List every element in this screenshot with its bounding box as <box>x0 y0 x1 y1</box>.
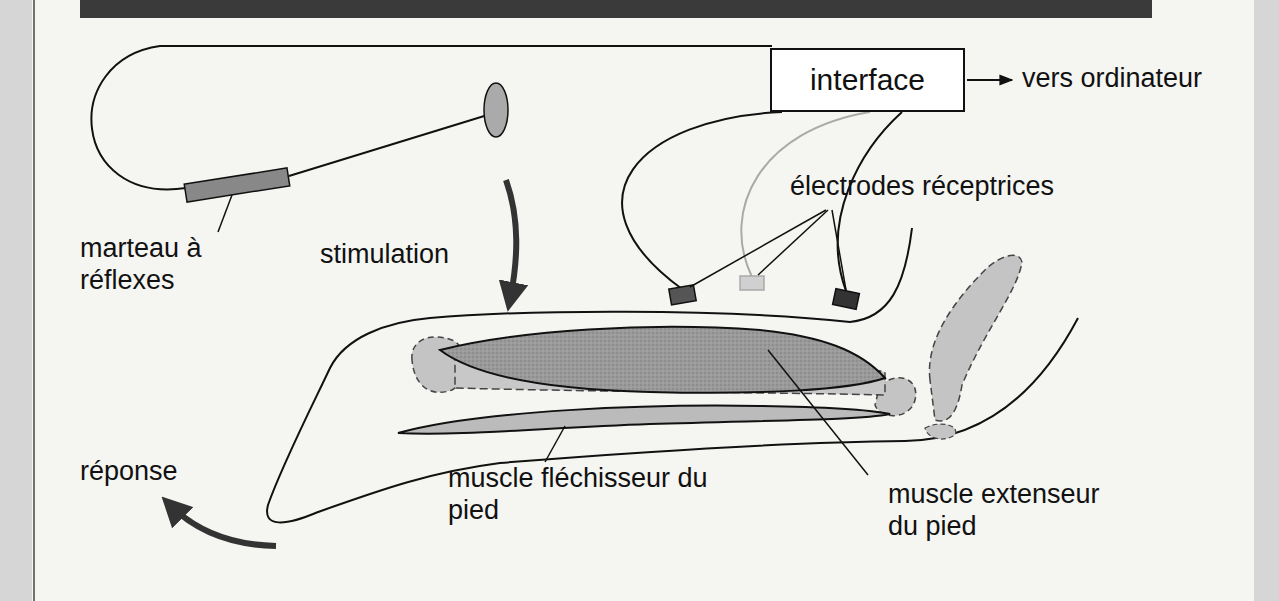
box-label: interface <box>810 63 925 97</box>
leader-lines <box>218 195 868 475</box>
reflex-hammer <box>184 168 290 202</box>
interface-box: interface <box>770 48 965 112</box>
page-rule <box>33 0 35 601</box>
electrode <box>833 289 860 310</box>
thigh-bone <box>929 255 1022 421</box>
part-label: muscle extenseur du pied <box>888 478 1133 543</box>
part-label: muscle fléchisseur du pied <box>448 462 710 527</box>
extensor-muscle <box>440 327 885 393</box>
hammer-handle <box>289 113 494 176</box>
electrode-wire <box>838 112 902 291</box>
output-arrow <box>967 79 1012 81</box>
electrode <box>669 285 696 305</box>
electrode <box>740 276 764 290</box>
page-ground <box>32 0 1254 601</box>
part-label: marteau à réflexes <box>80 232 255 297</box>
hammer-wire <box>91 46 772 189</box>
electrode-wire <box>622 112 782 289</box>
part-label: vers ordinateur <box>1022 62 1202 94</box>
response-arrow <box>170 505 276 546</box>
part-label: électrodes réceptrices <box>790 170 1054 202</box>
part-label: réponse <box>80 455 178 487</box>
stimulation-arrow <box>506 180 516 300</box>
hammer-head <box>484 83 508 137</box>
part-label: stimulation <box>320 238 449 270</box>
knee-bone <box>925 424 956 439</box>
photo-strip <box>80 0 1152 18</box>
